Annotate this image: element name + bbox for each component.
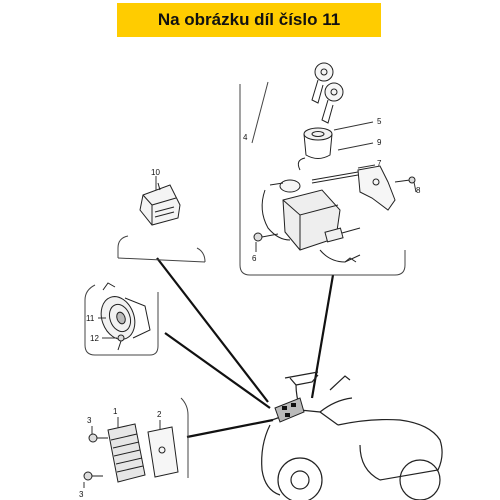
screw-part-6	[253, 232, 279, 252]
connector-part	[324, 227, 361, 243]
callout-5: 5	[377, 117, 382, 126]
bracket-relay-base	[117, 257, 206, 263]
bracket-ignition-top	[251, 81, 269, 144]
callout-9: 9	[377, 138, 382, 147]
bolt-part-3	[83, 426, 108, 488]
keys-part	[311, 62, 344, 124]
leader-line-horn	[164, 332, 271, 409]
callout-3-top: 3	[87, 416, 92, 425]
rectifier-part-1	[107, 417, 146, 483]
callout-6: 6	[252, 254, 257, 263]
bracket-horn	[84, 284, 159, 356]
horn-part-11	[98, 282, 151, 340]
switch-body-part	[261, 157, 361, 263]
lock-cylinder-part-5	[303, 121, 374, 159]
callout-12: 12	[90, 334, 99, 343]
rod-cable-part-9	[311, 142, 374, 184]
bracket-ignition	[239, 84, 406, 276]
bolt-part-8	[394, 176, 417, 193]
relay-part-10	[139, 182, 181, 226]
callout-1: 1	[113, 407, 118, 416]
title-banner: Na obrázku díl číslo 11	[117, 3, 381, 37]
callout-11: 11	[86, 314, 95, 323]
bracket-relay-right	[196, 247, 206, 263]
callout-2: 2	[157, 410, 162, 419]
latch-part-7	[357, 164, 396, 211]
callout-10: 10	[151, 168, 160, 177]
horn-bolt-12	[102, 334, 125, 351]
group-brackets	[84, 81, 406, 478]
callout-labels: 1 2 3 3 4 5 6 7 8 9 10 11 12	[79, 117, 421, 499]
title-text: Na obrázku díl číslo 11	[157, 10, 341, 29]
bracket-part-2	[147, 420, 179, 478]
scooter-dash-panel	[274, 397, 305, 423]
callout-4: 4	[243, 133, 248, 142]
bracket-rectifier	[180, 397, 189, 478]
leader-line-ignition	[310, 274, 335, 399]
callout-7: 7	[377, 159, 382, 168]
leader-line-relay	[156, 257, 269, 403]
callout-3-bottom: 3	[79, 490, 84, 499]
scooter-outline	[261, 371, 443, 500]
callout-8: 8	[416, 186, 421, 195]
bracket-relay	[117, 235, 129, 258]
leader-line-rectifier	[186, 418, 274, 439]
